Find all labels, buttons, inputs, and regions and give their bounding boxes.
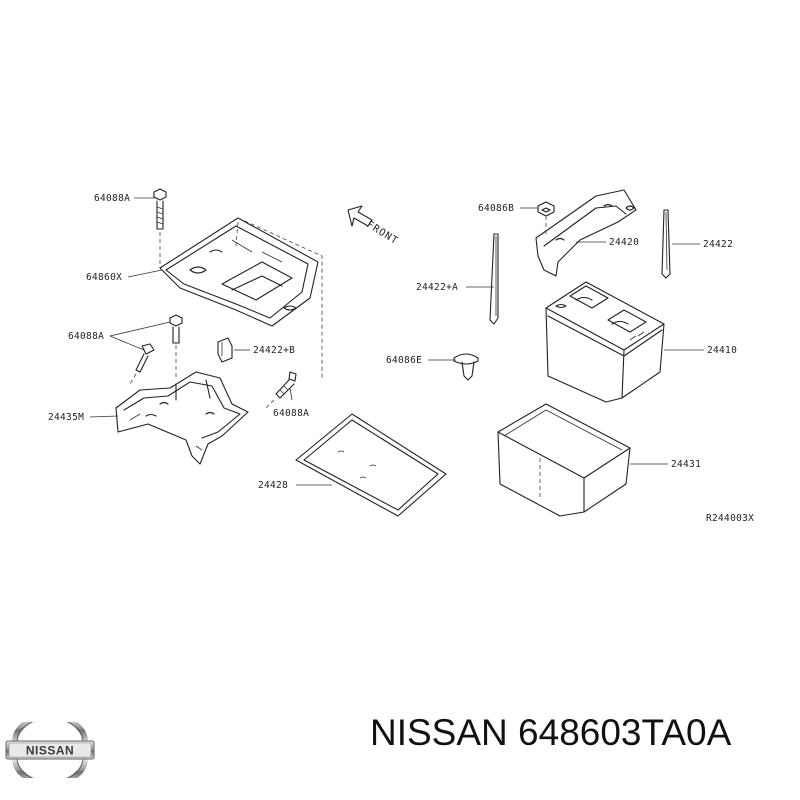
battery-tray	[295, 413, 447, 517]
label-clamp: 24420	[609, 237, 639, 248]
label-battery: 24410	[707, 345, 737, 356]
label-battery-case: 24431	[671, 459, 701, 470]
part-title: NISSAN 648603TA0A	[370, 712, 732, 753]
battery	[545, 281, 665, 403]
label-rod-left: 24422+A	[416, 282, 458, 293]
front-arrow-text: FRONT	[364, 219, 400, 247]
battery-case	[497, 403, 631, 517]
bracket	[115, 371, 249, 465]
bolt-mid-left	[169, 314, 183, 380]
label-nut-right: 64086B	[478, 203, 514, 214]
lead-bolt-mid-left	[109, 321, 171, 337]
label-cover: 64860X	[86, 272, 122, 283]
bolt-top-left	[153, 188, 167, 268]
clip	[453, 353, 479, 381]
label-tray: 24428	[258, 480, 288, 491]
lead-bracket	[89, 415, 119, 418]
lead-bolt-lower	[289, 387, 293, 401]
label-bolt-mid-left: 64088A	[68, 331, 104, 342]
label-bracket: 24435M	[48, 412, 84, 423]
bolt-angled	[129, 343, 155, 385]
nut-right	[537, 201, 555, 217]
label-clip: 64086E	[386, 355, 422, 366]
bolt-lower	[263, 371, 297, 411]
battery-cover	[159, 217, 319, 327]
front-arrow: FRONT	[347, 205, 400, 247]
diagram-code: R244003X	[706, 513, 754, 524]
rod-small	[217, 337, 233, 363]
logo-text: NISSAN	[26, 744, 74, 758]
rod-right	[661, 209, 671, 279]
label-rod-right: 24422	[703, 239, 733, 250]
nissan-logo: NISSAN	[5, 722, 95, 778]
label-rod-small: 24422+B	[253, 345, 295, 356]
label-bolt-lower: 64088A	[273, 408, 309, 419]
rod-left	[489, 233, 499, 325]
battery-clamp	[535, 189, 637, 277]
label-bolt-top-left: 64088A	[94, 193, 130, 204]
lead-cover	[127, 269, 163, 278]
dash-cover-right	[237, 217, 323, 380]
